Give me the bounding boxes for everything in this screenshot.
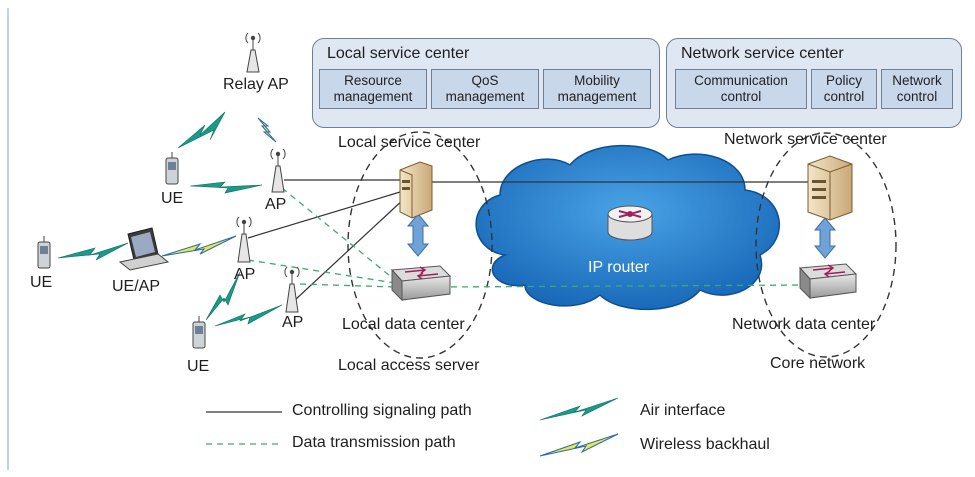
network-service-panel: Network service center Communication con… xyxy=(666,38,962,128)
laptop-icon xyxy=(118,227,170,271)
relay-ap-icon xyxy=(245,32,261,73)
legend-data-text: Data transmission path xyxy=(292,434,456,451)
ue-phone-1 xyxy=(165,152,179,185)
local-switch-icon xyxy=(390,265,452,302)
ue-label-1: UE xyxy=(161,190,184,207)
core-vertical-arrow xyxy=(813,217,837,259)
ap-icon-3 xyxy=(284,266,300,313)
data-paths xyxy=(247,187,813,288)
network-control-box: Network control xyxy=(881,69,953,109)
core-region-ellipse xyxy=(755,132,897,358)
local-vertical-arrow xyxy=(406,213,430,257)
relay-ap-label: Relay AP xyxy=(223,76,289,93)
ap-label-1: AP xyxy=(265,196,287,213)
qos-management-box: QoS management xyxy=(431,69,539,109)
core-network-label: Core network xyxy=(770,355,866,372)
ap-label-2: AP xyxy=(234,266,256,283)
resource-management-box: Resource management xyxy=(319,69,427,109)
legend-air-text: Air interface xyxy=(640,402,726,419)
ap-icon-1 xyxy=(270,148,286,193)
local-service-panel: Local service center Resource management… xyxy=(312,38,660,128)
policy-control-box: Policy control xyxy=(811,69,877,109)
legend-controlling-text: Controlling signaling path xyxy=(292,402,472,419)
ip-router-icon xyxy=(607,205,653,241)
network-panel-title: Network service center xyxy=(681,45,844,62)
network-server-icon xyxy=(807,155,853,221)
control-paths xyxy=(247,179,812,301)
ue-ap-label: UE/AP xyxy=(112,278,161,295)
ue-label-3: UE xyxy=(187,358,210,375)
local-data-center-label: Local data center xyxy=(342,316,465,333)
legend-backhaul-zigzag xyxy=(539,433,619,457)
network-data-center-label: Network data center xyxy=(732,316,876,333)
ue-phone-3 xyxy=(192,316,206,349)
ap-label-3: AP xyxy=(282,314,304,331)
local-access-server-label: Local access server xyxy=(338,357,480,374)
network-switch-icon xyxy=(798,263,858,300)
wireless-backhaul-links xyxy=(161,117,277,257)
local-server-icon xyxy=(399,161,433,219)
communication-control-box: Communication control xyxy=(675,69,807,109)
legend-backhaul-text: Wireless backhaul xyxy=(640,436,770,453)
local-panel-title: Local service center xyxy=(327,45,470,62)
local-region-ellipse xyxy=(347,131,493,359)
ap-icon-2 xyxy=(236,216,252,263)
air-interface-links xyxy=(57,111,283,327)
ue-phone-2 xyxy=(37,236,51,269)
mobility-management-box: Mobility management xyxy=(543,69,651,109)
ip-router-label: IP router xyxy=(588,259,650,276)
local-service-center-label: Local service center xyxy=(338,134,481,151)
legend-air-zigzag xyxy=(539,397,619,421)
ue-label-2: UE xyxy=(30,274,53,291)
network-service-center-label: Network service center xyxy=(724,131,887,148)
